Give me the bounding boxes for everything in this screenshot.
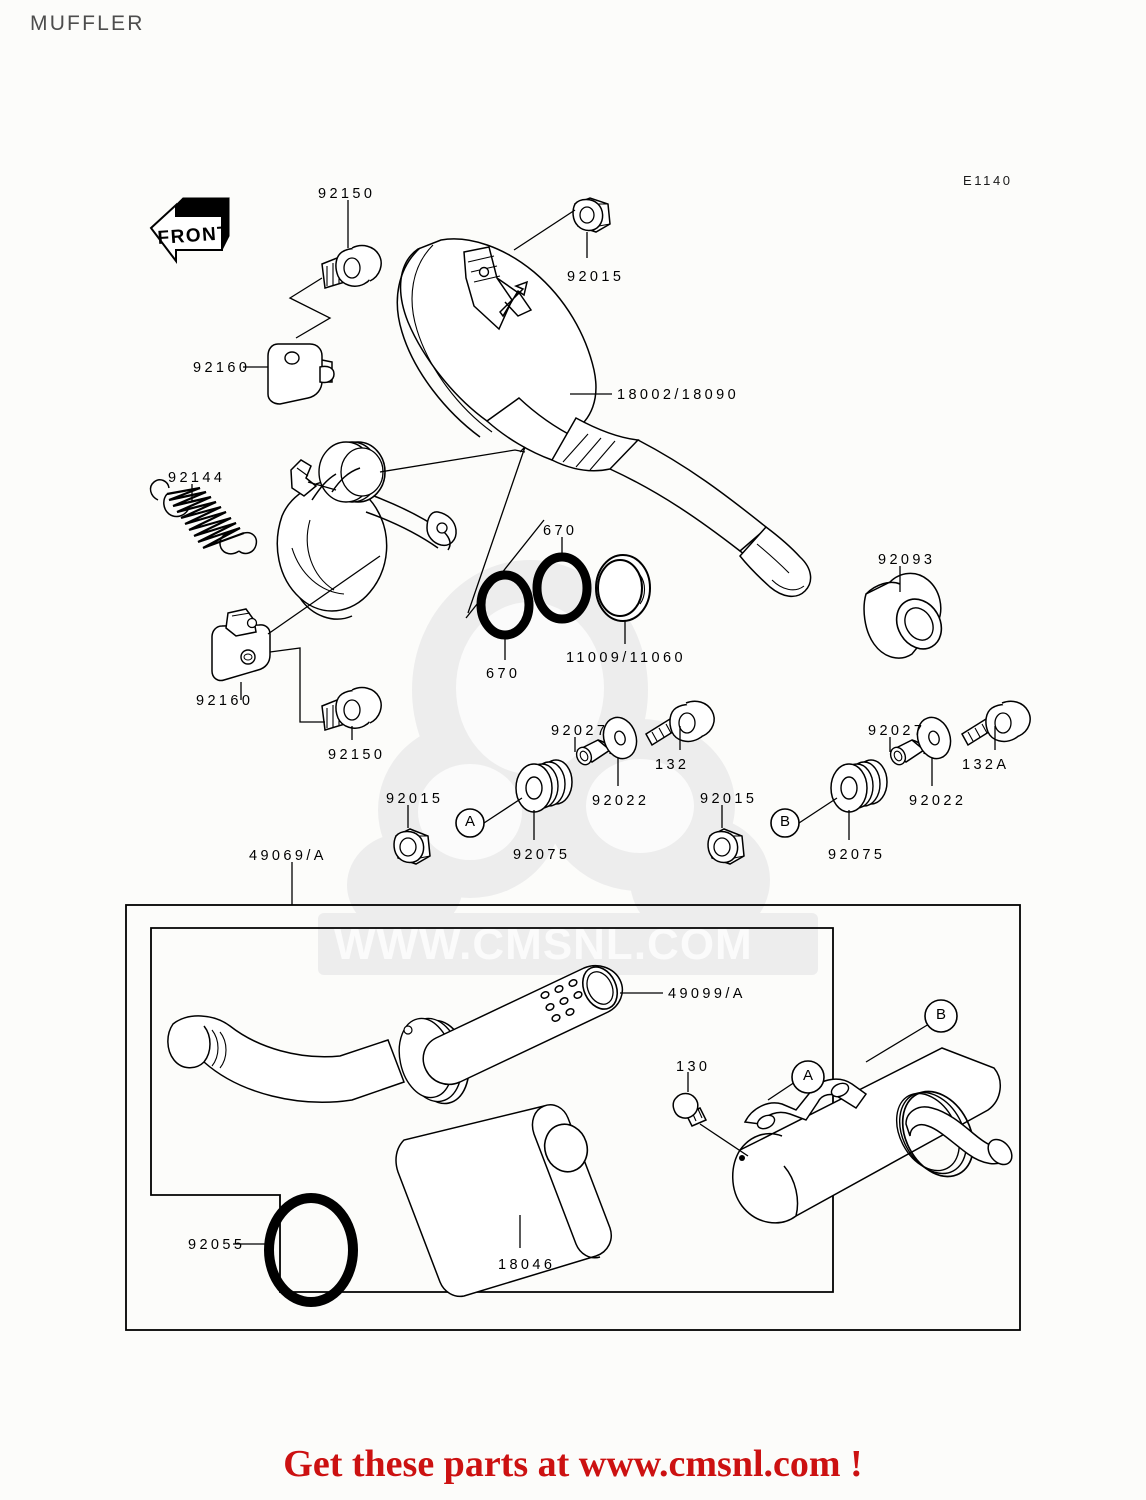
part-number-label[interactable]: 92015 [700, 791, 758, 807]
part-number-label[interactable]: 18046 [498, 1257, 556, 1273]
part-number-label[interactable]: 92022 [592, 793, 650, 809]
part-number-label[interactable]: 92075 [513, 847, 571, 863]
svg-text:FRONT: FRONT [157, 223, 231, 249]
part-number-label[interactable]: 132A [962, 757, 1010, 773]
spring-part [149, 479, 258, 555]
part-number-label[interactable]: 92093 [878, 552, 936, 568]
o-ring-670-left-part [476, 570, 534, 640]
part-number-label[interactable]: 92027 [551, 723, 609, 739]
footer-cta: Get these parts at www.cmsnl.com ! [283, 1443, 863, 1485]
part-number-label[interactable]: 92150 [318, 186, 376, 202]
part-number-label[interactable]: 92160 [193, 360, 251, 376]
part-number-label[interactable]: 18002/18090 [617, 387, 740, 403]
tailpipe-assembly-part [167, 964, 624, 1105]
bolt-92150-low-part [321, 686, 382, 731]
balloon-label[interactable]: A [464, 813, 475, 830]
part-number-label[interactable]: 49069/A [249, 848, 327, 864]
part-number-label[interactable]: 92160 [196, 693, 254, 709]
part-number-label[interactable]: 130 [676, 1059, 711, 1075]
part-number-label[interactable]: 92022 [909, 793, 967, 809]
part-number-label[interactable]: 92015 [567, 269, 625, 285]
part-number-label[interactable]: 670 [543, 523, 578, 539]
balloon-label[interactable]: B [935, 1006, 946, 1023]
balloon-label[interactable]: A [802, 1067, 813, 1084]
header-pipe-part [276, 441, 457, 620]
part-number-label[interactable]: 670 [486, 666, 521, 682]
o-ring-670-top-part [532, 552, 592, 624]
page-title: MUFFLER [30, 12, 145, 35]
part-number-label[interactable]: 11009/11060 [566, 650, 686, 666]
part-number-label[interactable]: 92015 [386, 791, 444, 807]
part-number-label[interactable]: 92144 [168, 470, 226, 486]
expansion-chamber-part [396, 238, 812, 598]
front-arrow-icon: FRONT [149, 197, 231, 264]
part-number-label[interactable]: 92150 [328, 747, 386, 763]
gasket-part [595, 554, 651, 622]
bolt-92150-top-part [321, 244, 382, 289]
group-b-hardware [707, 700, 1031, 865]
part-number-label[interactable]: 92055 [188, 1237, 246, 1253]
baffle-part [395, 1104, 612, 1298]
nut-92015-top-part [572, 197, 611, 233]
group-a-hardware [393, 700, 715, 865]
part-number-label[interactable]: 49099/A [668, 986, 746, 1002]
leader-lines [191, 200, 996, 1248]
assembly-outer-box [125, 904, 1021, 1331]
bolt-130-part [672, 1092, 708, 1127]
part-number-label[interactable]: 92027 [868, 723, 926, 739]
part-number-label[interactable]: 132 [655, 757, 690, 773]
bracket-upper-part [267, 343, 335, 405]
o-ring-92055-part [264, 1193, 358, 1307]
diagram-id: E1140 [963, 173, 1013, 188]
muffler-body-part [732, 1047, 1013, 1224]
rubber-cap-part [863, 572, 943, 659]
part-number-label[interactable]: 92075 [828, 847, 886, 863]
balloon-label[interactable]: B [779, 813, 790, 830]
balloon-circles [455, 808, 958, 1094]
bracket-lower-part [211, 608, 271, 682]
